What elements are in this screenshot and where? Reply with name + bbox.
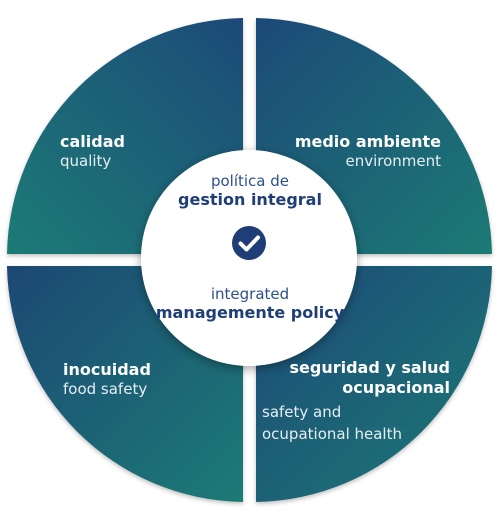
quadrant-subtitle-line2: ocupational health	[262, 424, 402, 443]
quadrant-subtitle: food safety	[63, 380, 148, 398]
center-es-line2: gestion integral	[178, 190, 322, 209]
label-seguridad-salud: seguridad y salud ocupacional safety and…	[262, 358, 462, 446]
quadrant-title: medio ambiente	[294, 132, 441, 151]
label-inocuidad: inocuidad food safety	[63, 360, 151, 399]
quadrant-subtitle: environment	[345, 152, 441, 170]
label-calidad: calidad quality	[60, 132, 125, 171]
center-es-line1: política de	[210, 172, 290, 190]
label-medio-ambiente: medio ambiente environment	[295, 132, 441, 171]
check-circle-icon	[232, 226, 266, 260]
quadrant-subtitle: quality	[60, 152, 112, 170]
quadrant-title-line1: seguridad y salud	[289, 358, 450, 377]
quadrant-title: calidad	[60, 132, 125, 151]
center-en-line2: managemente policy	[155, 303, 345, 322]
center-title-english: integrated managemente policy	[140, 285, 360, 322]
quadrant-title: inocuidad	[63, 360, 151, 379]
quadrant-title-line2: ocupacional	[342, 378, 450, 397]
center-en-line1: integrated	[210, 285, 290, 303]
quadrant-subtitle-line1: safety and	[262, 403, 342, 421]
center-title-spanish: política de gestion integral	[140, 172, 360, 209]
